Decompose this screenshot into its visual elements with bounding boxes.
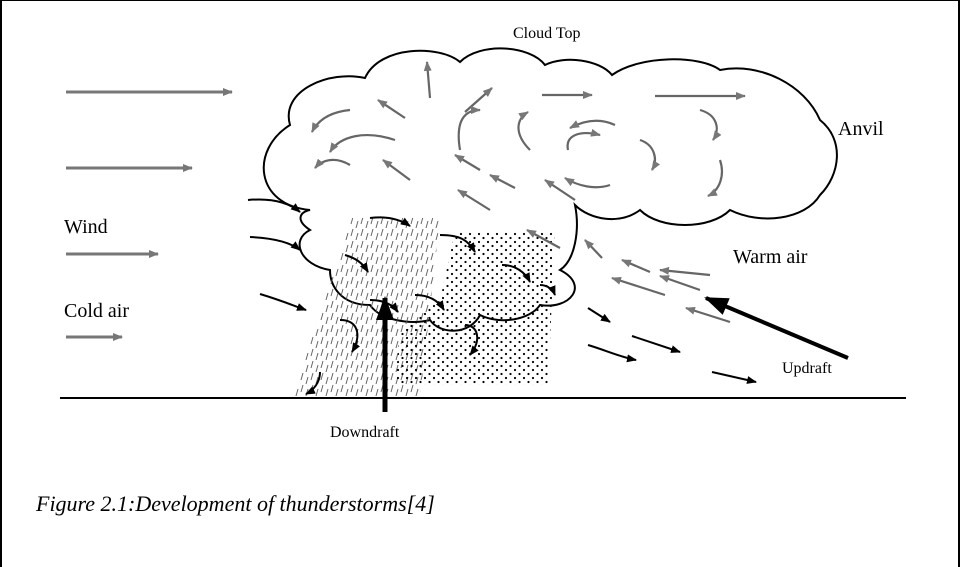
label-downdraft: Downdraft [330, 424, 400, 441]
figure-caption: Figure 2.1:Development of thunderstorms[… [36, 491, 435, 516]
label-anvil: Anvil [838, 118, 884, 140]
label-cold-air: Cold air [64, 300, 129, 322]
updraft-big-arrow [704, 296, 849, 360]
label-warm-air: Warm air [733, 246, 808, 268]
label-cloud-top: Cloud Top [513, 25, 580, 42]
label-updraft: Updraft [782, 360, 832, 377]
label-wind: Wind [64, 216, 108, 238]
wind-arrows [66, 88, 233, 341]
updraft-internal-arrows [311, 61, 746, 324]
precip-dots [395, 232, 555, 385]
